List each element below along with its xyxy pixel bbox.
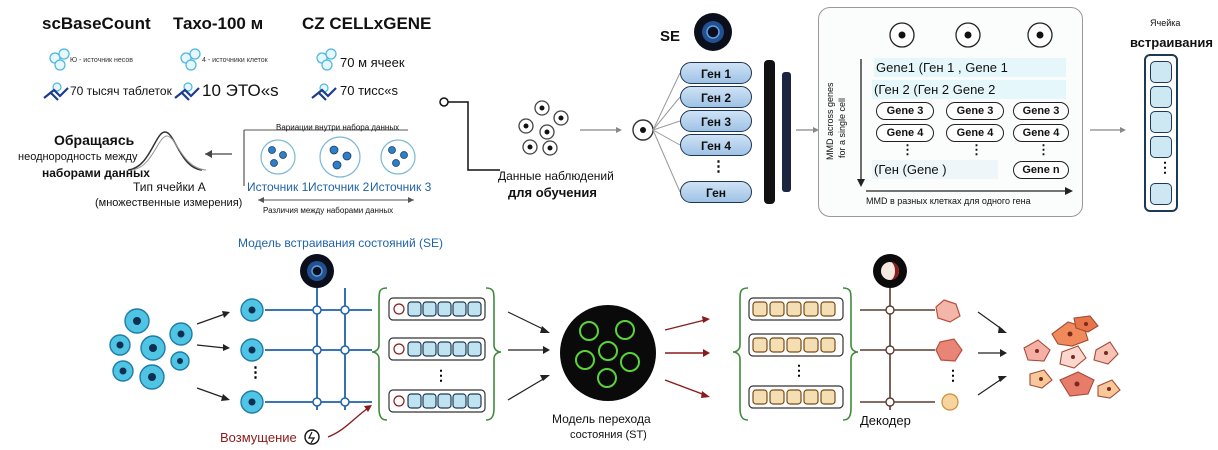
bracket-left-se bbox=[371, 287, 388, 421]
bottom-pipeline: ⋮ ⋮ bbox=[109, 254, 1121, 445]
embedding-token-2 bbox=[1150, 86, 1172, 108]
cells-dots: ⋮ bbox=[248, 364, 263, 381]
st-rows-dots: ⋮ bbox=[792, 362, 806, 378]
gene-pill-dots: ⋮ bbox=[711, 158, 726, 175]
mmd-dots-c: ⋮ bbox=[1037, 142, 1050, 157]
embedding-token-4 bbox=[1150, 136, 1172, 158]
mmd-vertical-axis-label-1: MMD across genes bbox=[825, 82, 835, 160]
heterogeneity-diagram bbox=[127, 129, 416, 203]
mmd-dots-a: ⋮ bbox=[901, 142, 914, 157]
mmd-horizontal-axis-label: MMD в разных клетках для одного гена bbox=[866, 196, 1031, 206]
bracket-right-se bbox=[485, 287, 502, 421]
gene-pill-2: Ген 2 bbox=[680, 86, 752, 108]
cell-cluster-icon bbox=[49, 48, 337, 93]
mmd-cell-gene4-b: Gene 4 bbox=[946, 124, 1004, 142]
perturb-token-icons bbox=[393, 303, 405, 407]
mmd-axes bbox=[857, 22, 1073, 195]
se-tokens bbox=[407, 301, 482, 409]
dataset-tahoe-line1: 4 - источники клеток bbox=[202, 57, 268, 64]
decoded-cells bbox=[935, 299, 963, 411]
gene-pill-4: Ген 4 bbox=[680, 134, 752, 156]
input-arrows bbox=[196, 313, 226, 399]
decoder-label: Декодер bbox=[860, 413, 911, 428]
heterogeneity-label-line1: Обращаясь bbox=[54, 132, 135, 148]
perturbation-icon bbox=[304, 429, 320, 445]
se-model-label: Модель встраивания состояний (SE) bbox=[238, 236, 443, 250]
se-bar-1 bbox=[764, 60, 775, 204]
embedding-token-n bbox=[1150, 183, 1172, 205]
st-tokens bbox=[752, 301, 836, 405]
gene-pill-n: Ген bbox=[680, 181, 752, 203]
se-rows-dots: ⋮ bbox=[434, 367, 448, 383]
st-label-line1: Модель перехода bbox=[552, 412, 651, 426]
training-label-line1: Данные наблюдений bbox=[498, 169, 614, 183]
st-label-line2: состояния (ST) bbox=[570, 429, 647, 441]
between-variation-label: Различия между наборами данных bbox=[263, 206, 394, 215]
within-variation-label: Вариации внутри набора данных bbox=[276, 123, 400, 132]
dataset-icons bbox=[43, 48, 337, 101]
mmd-row-2: (Ген 2 (Ген 2 Gene 2 bbox=[872, 80, 1066, 99]
dataset-scbasecount-line1: Ю - источник несов bbox=[70, 57, 133, 64]
arrow-head bbox=[205, 150, 212, 158]
mmd-cell-gene3-c: Gene 3 bbox=[1013, 102, 1069, 120]
dataset-tahoe-title: Тахо-100 м bbox=[173, 14, 264, 33]
st-model-cells bbox=[575, 320, 640, 388]
mmd-output-arrow bbox=[1090, 127, 1126, 133]
heterogeneity-label-line3: наборами данных bbox=[42, 166, 150, 180]
embedding-token-3 bbox=[1150, 111, 1172, 133]
source-3-label: Источник 3 bbox=[370, 180, 432, 194]
bracket-right-st bbox=[842, 287, 859, 421]
mmd-row-n-right: Gene n bbox=[1013, 161, 1069, 179]
celltype-label-line1: Тип ячейки А bbox=[133, 180, 206, 194]
se-top-label: SE bbox=[660, 28, 681, 45]
gene-pill-1: Ген 1 bbox=[680, 62, 752, 84]
gene-pill-3: Ген 3 bbox=[680, 110, 752, 132]
embedding-cell-label-2: встраивания bbox=[1130, 35, 1213, 50]
mmd-cells bbox=[889, 22, 1053, 48]
source-1-label: Источник 1 bbox=[247, 180, 309, 194]
heterogeneity-label-line2: неоднородность между bbox=[18, 151, 138, 163]
dataset-scbasecount-line2: 70 тысяч таблеток bbox=[70, 84, 172, 98]
dataset-cz-line1: 70 м ячеек bbox=[340, 55, 405, 70]
dataset-cz-line2: 70 тисс«s bbox=[340, 83, 399, 98]
connector-node bbox=[439, 97, 449, 107]
mmd-row-1: Gene1 (Ген 1 , Gene 1 bbox=[874, 58, 1066, 77]
st-model-icon bbox=[560, 305, 656, 401]
perturbation-label: Возмущение bbox=[220, 430, 297, 445]
single-cells bbox=[240, 298, 264, 414]
embedding-cell-frame bbox=[1144, 54, 1178, 212]
decoded-dots: ⋮ bbox=[946, 367, 960, 383]
bracket-left-st bbox=[732, 287, 749, 421]
distribution-curve bbox=[127, 131, 203, 171]
celltype-label-line2: (множественные измерения) bbox=[95, 197, 243, 209]
mmd-dots-b: ⋮ bbox=[970, 142, 983, 157]
training-label-line2: для обучения bbox=[508, 185, 597, 200]
mmd-cell-gene4-a: Gene 4 bbox=[876, 124, 934, 142]
embedding-cell-label-1: Ячейка bbox=[1150, 18, 1181, 28]
decoder-lines bbox=[860, 288, 935, 410]
training-flow bbox=[439, 13, 819, 204]
perturbation-arrow bbox=[327, 407, 369, 438]
mmd-row-n-left: (Ген (Gene ) bbox=[872, 160, 998, 179]
mmd-cell-gene3-b: Gene 3 bbox=[946, 102, 1004, 120]
source-2-label: Источник 2 bbox=[308, 180, 370, 194]
mmd-cell-gene3-a: Gene 3 bbox=[876, 102, 934, 120]
tissue-icon bbox=[43, 87, 337, 101]
connector-line bbox=[448, 101, 500, 171]
dataset-tahoe-line2: 10 ЭТО«s bbox=[202, 81, 279, 100]
se-grid-nodes bbox=[312, 305, 350, 407]
mmd-vertical-axis-label-2: for a single cell bbox=[837, 97, 847, 158]
distribution-curve-shadow bbox=[131, 135, 207, 171]
embedding-cell-dots: ⋮ bbox=[1158, 159, 1172, 175]
embedding-token-1 bbox=[1150, 61, 1172, 83]
dataset-scbasecount-title: scBaseCount bbox=[42, 14, 151, 33]
se-bar-2 bbox=[782, 72, 791, 192]
mmd-cell-gene4-c: Gene 4 bbox=[1013, 124, 1069, 142]
dataset-czcellxgene-title: CZ CELLxGENE bbox=[302, 14, 432, 33]
fan-lines bbox=[652, 72, 681, 193]
